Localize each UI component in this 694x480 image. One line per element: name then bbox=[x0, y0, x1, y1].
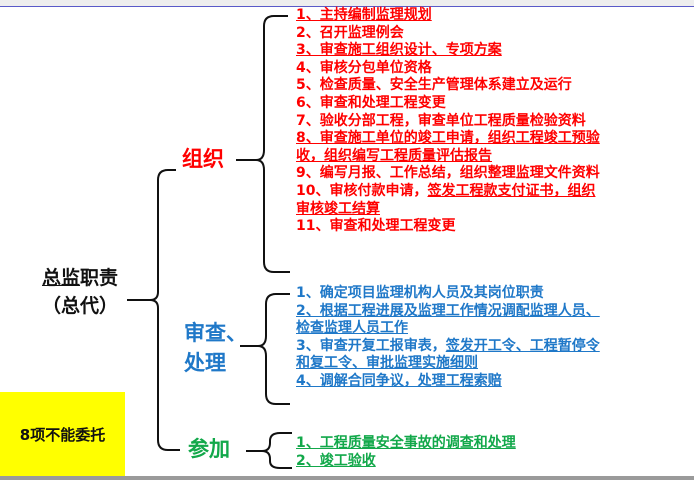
bottom-border bbox=[0, 476, 694, 480]
review-item-text: 4、调解合同争议，处理工程索赔 bbox=[296, 372, 502, 389]
organize-item-text: 3、审查施工组织设计、专项方案 bbox=[296, 42, 502, 59]
organize-item-text: 签发工程款支付证书，组织 bbox=[427, 182, 596, 199]
review-item-text: 1、确定项目监理机构人员及其岗位职责 bbox=[296, 285, 544, 301]
organize-item: 5、检查质量、安全生产管理体系建立及运行 bbox=[296, 77, 600, 95]
organize-item: 收，组织编写工程质量评估报告 bbox=[296, 148, 600, 166]
organize-item-text: 11、审查和处理工程变更 bbox=[296, 218, 456, 235]
review-item: 1、确定项目监理机构人员及其岗位职责 bbox=[296, 285, 600, 303]
root-title-deputy: （总代） bbox=[42, 295, 119, 317]
participate-item: 2、竣工验收 bbox=[296, 453, 516, 471]
organize-item-text: 10、审核付款申请， bbox=[296, 182, 428, 199]
organize-item-text: 6、审查和处理工程变更 bbox=[296, 94, 446, 111]
organize-item-text: 8、审查施工单位的竣工申请，组织工程竣工预验 bbox=[296, 130, 600, 147]
review-item: 和复工令、审批监理实施细则 bbox=[296, 355, 600, 373]
organize-item: 4、审核分包单位资格 bbox=[296, 60, 600, 78]
organize-item-text: 2、召开监理例会 bbox=[296, 24, 404, 41]
review-item: 4、调解合同争议，处理工程索赔 bbox=[296, 373, 600, 391]
organize-item: 9、编写月报、工作总结，组织整理监理文件资料 bbox=[296, 165, 600, 183]
category-participate-label: 参加 bbox=[188, 437, 230, 461]
category-review-label: 审查、 处理 bbox=[184, 318, 247, 378]
category-review-label-line2: 处理 bbox=[184, 351, 226, 375]
organize-item-text: 7、验收分部工程，审查单位工程质量检验资料 bbox=[296, 112, 586, 129]
organize-item-text: 审核竣工结算 bbox=[296, 200, 380, 217]
root-title: 总监职责 （总代） bbox=[42, 264, 118, 320]
participate-item-text: 2、竣工验收 bbox=[296, 452, 376, 469]
organize-item-text: 5、检查质量、安全生产管理体系建立及运行 bbox=[296, 77, 572, 94]
review-item-text: 3、审查开复工报审表， bbox=[296, 337, 446, 354]
organize-item-text: 9、编写月报、工作总结，组织整理监理文件资料 bbox=[296, 165, 600, 182]
organize-item-text: 4、审核分包单位资格 bbox=[296, 59, 432, 76]
root-title-chief: 总监 bbox=[42, 267, 81, 289]
category-organize-label: 组织 bbox=[182, 147, 224, 171]
category-review-label-line1: 审查、 bbox=[184, 321, 247, 345]
review-item: 检查监理人员工作 bbox=[296, 320, 600, 338]
top-border bbox=[0, 0, 694, 7]
organize-item-text: 收，组织编写工程质量评估报告 bbox=[296, 147, 492, 164]
organize-item: 1、主持编制监理规划 bbox=[296, 7, 600, 25]
review-item: 3、审查开复工报审表，签发开工令、工程暂停令 bbox=[296, 338, 600, 356]
review-item-text: 和复工令、审批监理实施细则 bbox=[296, 355, 478, 372]
organize-item: 审核竣工结算 bbox=[296, 201, 600, 219]
organize-item: 7、验收分部工程，审查单位工程质量检验资料 bbox=[296, 113, 600, 131]
main-brace-bottom bbox=[157, 308, 180, 451]
review-item: 2、根据工程进展及监理工作情况调配监理人员、 bbox=[296, 303, 600, 321]
participate-item-text: 1、工程质量安全事故的调查和处理 bbox=[296, 435, 516, 451]
organize-item: 10、审核付款申请，签发工程款支付证书，组织 bbox=[296, 183, 600, 201]
cannot-delegate-note: 8项不能委托 bbox=[0, 392, 125, 476]
organize-item: 3、审查施工组织设计、专项方案 bbox=[296, 42, 600, 60]
review-item-text: 检查监理人员工作 bbox=[296, 320, 408, 337]
participate-item: 1、工程质量安全事故的调查和处理 bbox=[296, 435, 516, 453]
organize-item: 2、召开监理例会 bbox=[296, 25, 600, 43]
review-item-text: 签发开工令、工程暂停令 bbox=[445, 337, 600, 354]
root-title-duty: 职责 bbox=[80, 267, 119, 289]
organize-item-text: 1、主持编制监理规划 bbox=[296, 7, 432, 23]
organize-item: 6、审查和处理工程变更 bbox=[296, 95, 600, 113]
organize-item: 8、审查施工单位的竣工申请，组织工程竣工预验 bbox=[296, 130, 600, 148]
main-brace-top bbox=[127, 169, 176, 301]
organize-item: 11、审查和处理工程变更 bbox=[296, 218, 600, 236]
review-item-text: 2、根据工程进展及监理工作情况调配监理人员、 bbox=[296, 302, 600, 319]
